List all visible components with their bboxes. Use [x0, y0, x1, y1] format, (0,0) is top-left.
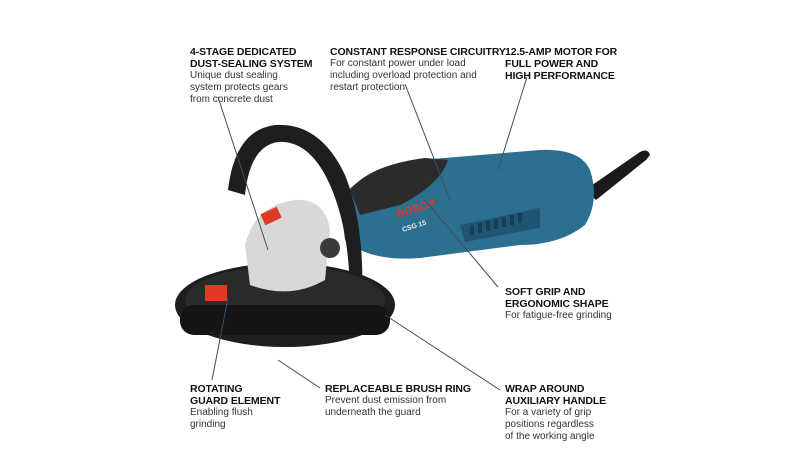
callout-rotating-guard: ROTATING GUARD ELEMENT Enabling flush gr… — [190, 383, 280, 431]
leader-lines — [211, 76, 528, 391]
callout-desc: For constant power under load including … — [330, 58, 477, 93]
callout-title: 4-STAGE DEDICATED DUST-SEALING SYSTEM — [190, 46, 313, 70]
callout-title: SOFT GRIP AND ERGONOMIC SHAPE — [505, 286, 609, 310]
gear-head — [245, 199, 330, 292]
callout-circuitry: CONSTANT RESPONSE CIRCUITRY For constant… — [330, 46, 506, 94]
callout-title: WRAP AROUND AUXILIARY HANDLE — [505, 383, 607, 407]
callout-desc: For fatigue-free grinding — [505, 310, 612, 321]
callout-desc: Enabling flush grinding — [190, 407, 253, 430]
callout-title: REPLACEABLE BRUSH RING — [325, 383, 471, 395]
guard-release-lever — [205, 285, 227, 301]
spindle-lock — [260, 206, 282, 226]
callout-desc: Unique dust sealing system protects gear… — [190, 70, 288, 105]
callout-desc: Prevent dust emission from underneath th… — [325, 395, 447, 418]
soft-grip — [350, 158, 448, 215]
callout-aux-handle: WRAP AROUND AUXILIARY HANDLE For a varie… — [505, 383, 606, 443]
callout-dust-sealing: 4-STAGE DEDICATED DUST-SEALING SYSTEM Un… — [190, 46, 312, 106]
callout-title: ROTATING GUARD ELEMENT — [190, 383, 281, 407]
callout-title: 12.5-AMP MOTOR FOR FULL POWER AND HIGH P… — [505, 46, 618, 82]
callout-desc: For a variety of grip positions regardle… — [505, 407, 595, 442]
callout-title: CONSTANT RESPONSE CIRCUITRY — [330, 46, 506, 58]
callout-brush-ring: REPLACEABLE BRUSH RING Prevent dust emis… — [325, 383, 471, 419]
callout-soft-grip: SOFT GRIP AND ERGONOMIC SHAPE For fatigu… — [505, 286, 612, 322]
brush-ring — [180, 305, 390, 335]
auxiliary-handle — [228, 124, 363, 300]
power-cord — [585, 150, 650, 200]
callout-motor: 12.5-AMP MOTOR FOR FULL POWER AND HIGH P… — [505, 46, 617, 82]
